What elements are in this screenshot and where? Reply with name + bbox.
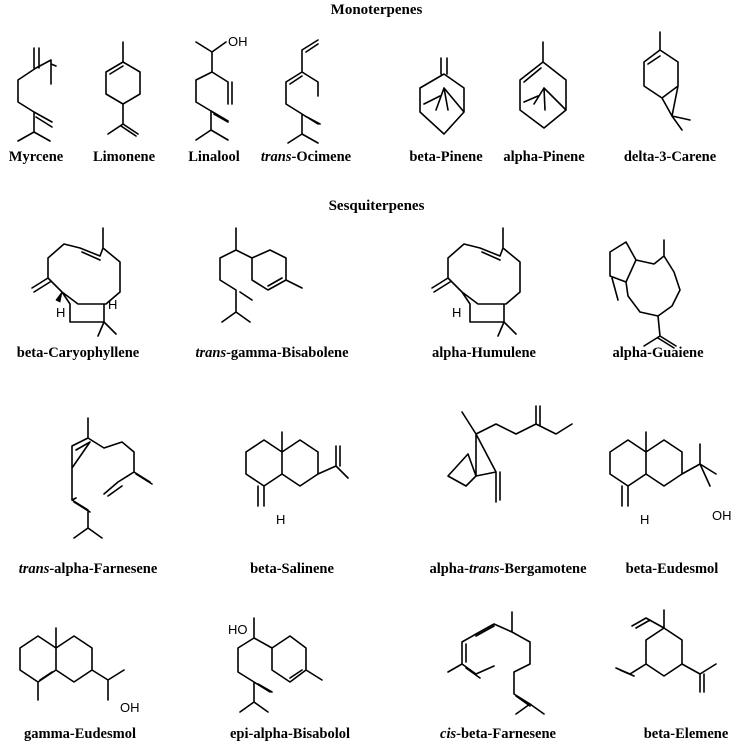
svg-text:H: H xyxy=(108,297,117,312)
beta-salinene-label: beta-Salinene xyxy=(250,561,334,577)
svg-text:OH: OH xyxy=(228,34,248,49)
svg-text:OH: OH xyxy=(120,700,140,715)
trans-gamma-bisabolene-label: trans-gamma-Bisabolene xyxy=(195,345,349,361)
beta-caryophyllene-label: beta-Caryophyllene xyxy=(16,345,140,361)
svg-text:H: H xyxy=(276,512,285,527)
beta-eudesmol-label: beta-Eudesmol xyxy=(625,561,719,577)
myrcene-label: Myrcene xyxy=(8,149,64,165)
svg-text:H: H xyxy=(452,305,461,320)
linalool-label: Linalool xyxy=(188,149,240,165)
epi-alpha-bisabolol-label: epi-alpha-Bisabolol xyxy=(229,726,351,742)
alpha-guaiene-label: alpha-Guaiene xyxy=(612,345,704,361)
beta-pinene-label: beta-Pinene xyxy=(409,149,483,165)
svg-text:OH: OH xyxy=(712,508,732,523)
trans-ocimene-label: trans-Ocimene xyxy=(260,149,352,165)
sesquiterpenes-heading: Sesquiterpenes xyxy=(328,198,425,214)
alpha-trans-bergamotene-label: alpha-trans-Bergamotene xyxy=(429,561,587,577)
svg-text:H: H xyxy=(640,512,649,527)
beta-elemene-label: beta-Elemene xyxy=(643,726,729,742)
alpha-humulene-label: alpha-Humulene xyxy=(432,345,536,361)
trans-alpha-farnesene-label: trans-alpha-Farnesene xyxy=(18,561,158,577)
svg-text:HO: HO xyxy=(228,622,248,637)
gamma-eudesmol-label: gamma-Eudesmol xyxy=(24,726,136,742)
svg-text:H: H xyxy=(56,305,65,320)
alpha-pinene-label: alpha-Pinene xyxy=(503,149,585,165)
monoterpenes-heading: Monoterpenes xyxy=(330,2,423,18)
delta-3-carene-label: delta-3-Carene xyxy=(623,149,717,165)
cis-beta-farnesene-label: cis-beta-Farnesene xyxy=(440,726,556,742)
limonene-label: Limonene xyxy=(92,149,156,165)
